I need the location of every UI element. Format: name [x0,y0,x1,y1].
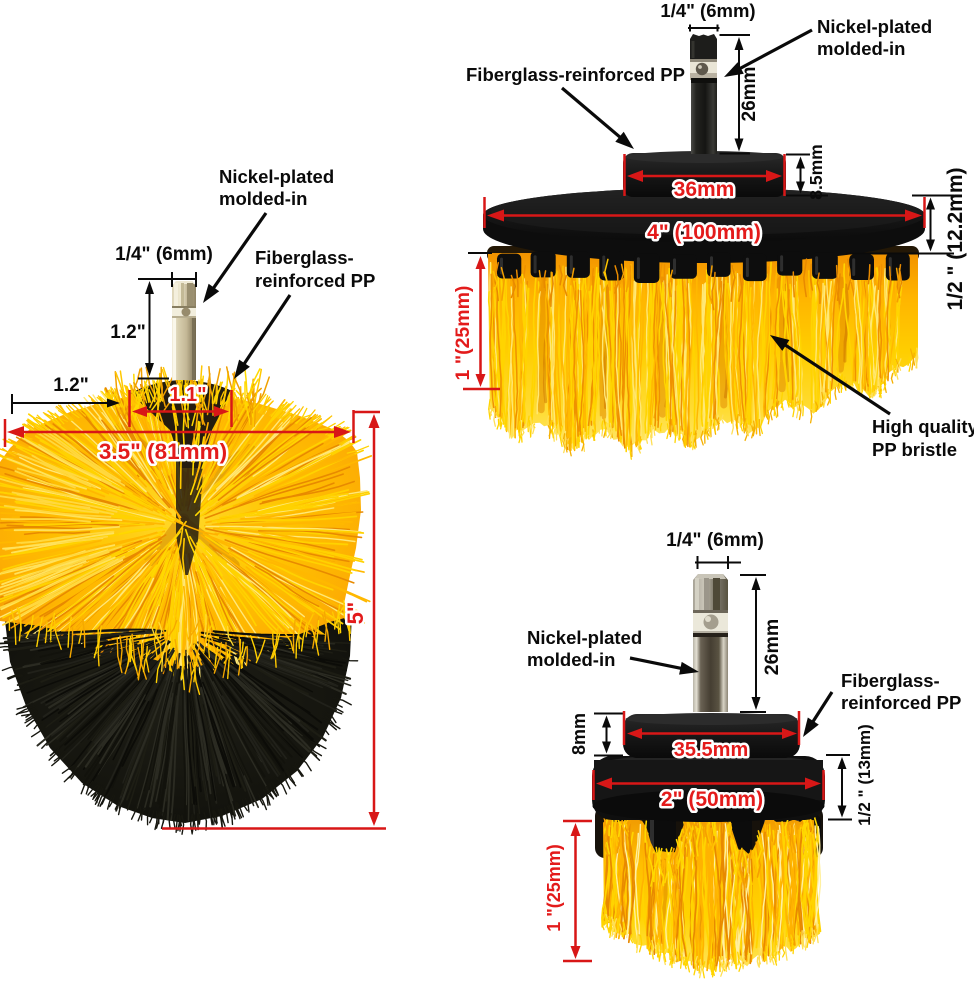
svg-text:2" (50mm): 2" (50mm) [661,788,763,811]
svg-text:26mm: 26mm [739,67,760,122]
svg-text:1.1": 1.1" [169,384,206,406]
svg-text:1.2": 1.2" [110,322,145,343]
svg-text:Fiberglass-reinforced PP: Fiberglass-reinforced PP [466,64,685,85]
svg-text:High quality: High quality [872,416,974,437]
svg-text:26mm: 26mm [761,619,783,675]
svg-text:reinforced PP: reinforced PP [255,270,375,291]
svg-text:molded-in: molded-in [219,188,307,209]
svg-text:molded-in: molded-in [527,649,615,670]
svg-text:PP bristle: PP bristle [872,439,957,460]
svg-text:Fiberglass-: Fiberglass- [255,247,354,268]
svg-text:3.5" (81mm): 3.5" (81mm) [99,439,227,464]
svg-text:1 "(25mm): 1 "(25mm) [452,286,474,381]
svg-text:Fiberglass-: Fiberglass- [841,670,940,691]
svg-text:8.5mm: 8.5mm [806,144,826,199]
svg-text:8mm: 8mm [569,713,589,755]
svg-text:4" (100mm): 4" (100mm) [647,221,761,244]
svg-text:5": 5" [343,602,368,625]
svg-text:molded-in: molded-in [817,38,905,59]
svg-text:1.2": 1.2" [53,375,88,396]
svg-text:1/4" (6mm): 1/4" (6mm) [115,244,213,265]
svg-text:1/2 " (13mm): 1/2 " (13mm) [855,724,874,826]
svg-text:reinforced PP: reinforced PP [841,692,961,713]
svg-text:Nickel-plated: Nickel-plated [527,627,642,648]
svg-text:1/2 " (12.2mm): 1/2 " (12.2mm) [944,167,967,310]
svg-text:35.5mm: 35.5mm [674,739,749,761]
svg-text:1 "(25mm): 1 "(25mm) [544,844,564,932]
svg-text:1/4" (6mm): 1/4" (6mm) [660,0,755,21]
svg-text:1/4" (6mm): 1/4" (6mm) [666,530,764,551]
svg-text:Nickel-plated: Nickel-plated [219,166,334,187]
svg-text:Nickel-plated: Nickel-plated [817,16,932,37]
svg-text:36mm: 36mm [674,178,735,201]
